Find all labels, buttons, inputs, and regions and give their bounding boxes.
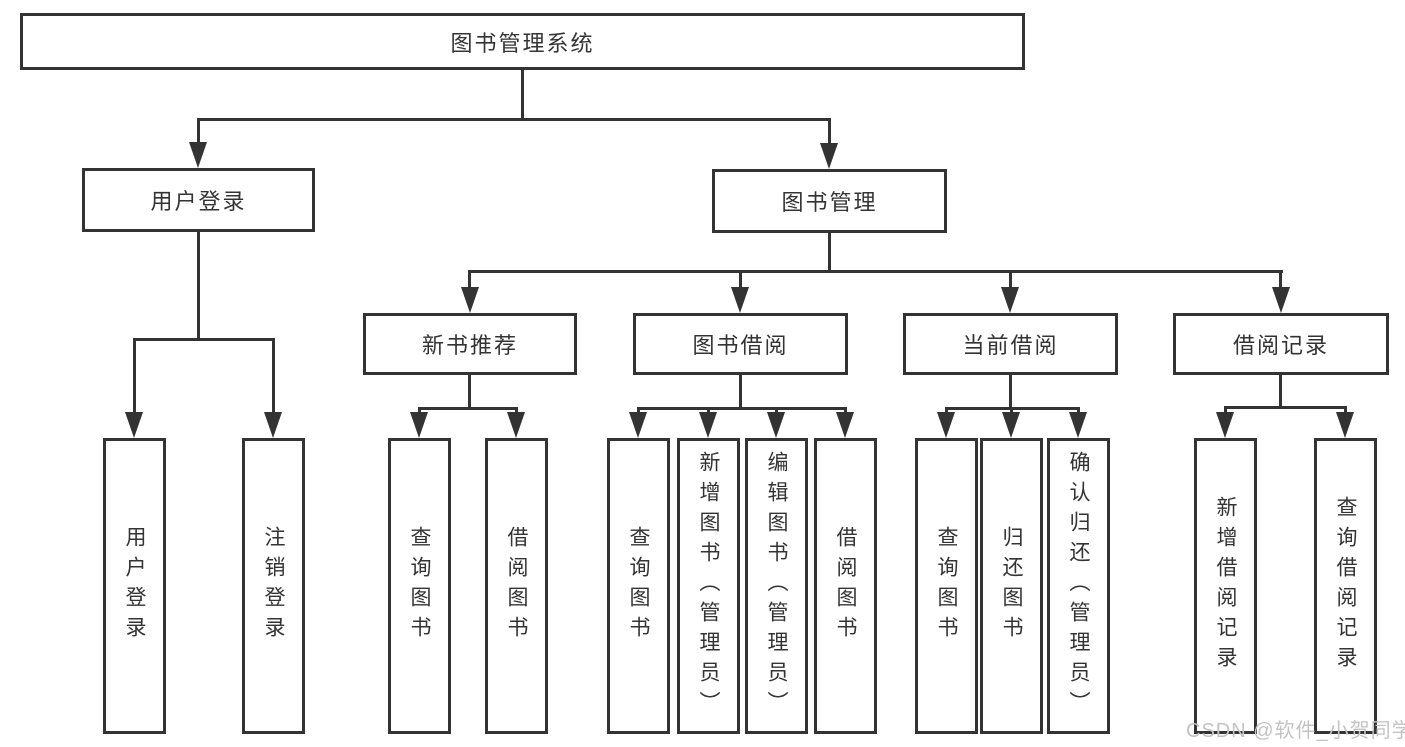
node-user-login-module: 用户登录 [82,168,315,232]
connector-line [739,375,742,407]
connector-arrow [125,412,143,438]
leaf-label: 新增借阅记录 [1214,496,1237,676]
leaf-label: 用户登录 [123,526,146,646]
connector-line [637,407,640,415]
connector-line [828,233,831,270]
leaf-label: 确认归还（管理员） [1067,451,1090,721]
connector-line [1009,375,1012,407]
connector-line [468,270,471,290]
leaf-query-book-1: 查询图书 [388,438,451,734]
connector-line [133,338,275,341]
csdn-watermark: CSDN @软件_小贺同学 [1186,720,1405,742]
connector-line [468,375,471,407]
connector-arrow [189,142,207,168]
connector-line [707,407,710,415]
node-book-management-module: 图书管理 [712,169,947,233]
connector-arrow [699,412,717,438]
leaf-query-book-3: 查询图书 [915,438,978,734]
leaf-edit-book-admin: 编辑图书（管理员） [745,438,808,734]
leaf-label: 归还图书 [1000,526,1023,646]
connector-line [1010,407,1013,415]
connector-line [1344,406,1347,415]
connector-line [844,407,847,415]
connector-line [521,70,524,118]
connector-line [418,407,421,415]
leaf-add-book-admin: 新增图书（管理员） [677,438,740,734]
connector-arrow [731,287,749,313]
connector-line [1009,270,1012,290]
connector-line [1224,406,1227,415]
leaf-logout: 注销登录 [242,438,305,734]
node-new-book-recommend: 新书推荐 [363,313,577,375]
connector-line [197,118,831,121]
connector-line [1279,270,1282,290]
connector-line [945,407,948,415]
leaf-label: 查询图书 [627,526,650,646]
connector-arrow [1336,412,1354,438]
connector-arrow [1001,287,1019,313]
node-book-borrow: 图书借阅 [633,313,848,375]
leaf-label: 借阅图书 [834,526,857,646]
connector-arrow [820,143,838,169]
connector-line [197,232,200,338]
connector-arrow [264,412,282,438]
leaf-confirm-return-admin: 确认归还（管理员） [1047,438,1110,734]
leaf-return-book: 归还图书 [980,438,1043,734]
connector-line [133,338,136,414]
leaf-add-borrow-record: 新增借阅记录 [1194,438,1257,734]
connector-arrow [836,412,854,438]
connector-arrow [507,412,525,438]
connector-arrow [1272,287,1290,313]
connector-arrow [1069,412,1087,438]
node-root-system: 图书管理系统 [20,13,1025,70]
leaf-label: 借阅图书 [505,526,528,646]
connector-line [1224,406,1347,409]
leaf-label: 查询图书 [935,526,958,646]
leaf-query-book-2: 查询图书 [607,438,670,734]
connector-arrow [1216,412,1234,438]
leaf-borrow-book-2: 借阅图书 [814,438,877,734]
leaf-label: 注销登录 [262,526,285,646]
leaf-label: 查询借阅记录 [1334,496,1357,676]
connector-line [272,338,275,414]
connector-line [637,407,847,410]
connector-arrow [937,412,955,438]
connector-arrow [1002,412,1020,438]
connector-line [1279,375,1282,406]
leaf-label: 编辑图书（管理员） [765,451,788,721]
connector-line [775,407,778,415]
node-borrow-records: 借阅记录 [1173,313,1389,375]
connector-line [197,118,200,145]
leaf-label: 新增图书（管理员） [697,451,720,721]
connector-arrow [461,287,479,313]
connector-line [739,270,742,290]
connector-line [418,407,518,410]
connector-line [515,407,518,415]
leaf-user-login: 用户登录 [103,438,166,734]
connector-arrow [629,412,647,438]
connector-arrow [410,412,428,438]
leaf-label: 查询图书 [408,526,431,646]
leaf-query-borrow-record: 查询借阅记录 [1314,438,1377,734]
connector-line [1077,407,1080,415]
leaf-borrow-book-1: 借阅图书 [485,438,548,734]
connector-line [828,118,831,145]
node-current-borrow: 当前借阅 [903,313,1118,375]
connector-arrow [767,412,785,438]
connector-line [468,270,1283,273]
